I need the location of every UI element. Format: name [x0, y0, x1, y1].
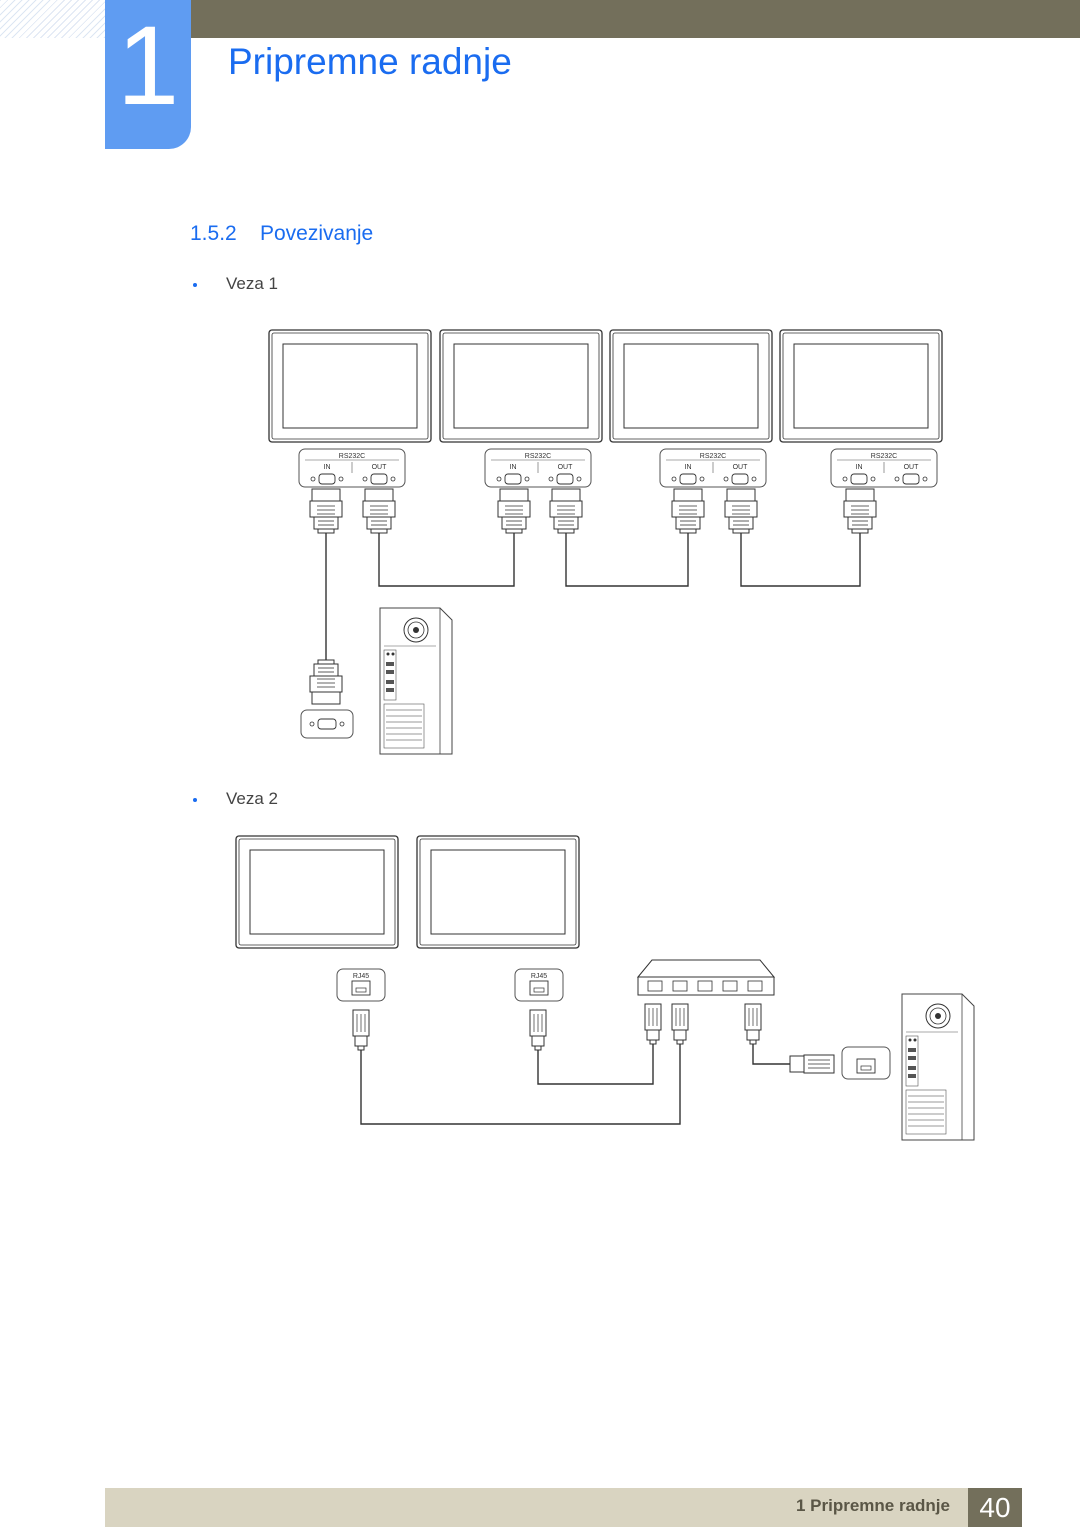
rj45-connector-pc — [789, 1054, 835, 1074]
pc-tower-2 — [901, 993, 975, 1141]
monitor-3 — [609, 329, 773, 443]
dsub-connector-pc — [309, 659, 343, 705]
lan-cable — [360, 1044, 681, 1125]
rs232c-panel-2: RS232C IN OUT — [484, 448, 592, 488]
rj45-connector — [644, 1003, 662, 1045]
section-title: Povezivanje — [260, 222, 374, 245]
monitor-6 — [416, 835, 580, 949]
pc-lan-port — [841, 1046, 891, 1080]
rs232c-label: RS232C — [700, 453, 726, 460]
in-label: IN — [685, 464, 692, 471]
rj45-connector — [671, 1003, 689, 1045]
rj45-label: RJ45 — [531, 973, 547, 980]
out-label: OUT — [733, 464, 749, 471]
header-hatch-pattern — [0, 0, 105, 38]
rs232c-label: RS232C — [339, 453, 365, 460]
connection-2-label: Veza 2 — [226, 789, 278, 808]
rs232c-label: RS232C — [525, 453, 551, 460]
in-label: IN — [856, 464, 863, 471]
lan-cable — [752, 1044, 790, 1065]
rs232c-label: RS232C — [871, 453, 897, 460]
rj45-connector — [744, 1003, 762, 1045]
rj45-panel-2: RJ45 — [514, 968, 564, 1002]
chapter-number: 1 — [116, 3, 180, 128]
rj45-connector — [529, 1009, 547, 1051]
bullet-icon — [193, 283, 197, 287]
bullet-icon — [193, 798, 197, 802]
dsub-connector — [724, 488, 758, 534]
chapter-title: Pripremne radnje — [228, 41, 512, 82]
dsub-connector — [549, 488, 583, 534]
out-label: OUT — [558, 464, 574, 471]
footer-chapter-ref: 1 Pripremne radnje — [795, 1496, 950, 1515]
out-label: OUT — [904, 464, 920, 471]
in-label: IN — [324, 464, 331, 471]
dsub-connector — [671, 488, 705, 534]
section-number: 1.5.2 — [190, 222, 237, 245]
rj45-panel-1: RJ45 — [336, 968, 386, 1002]
rs232c-panel-1: RS232C IN OUT — [298, 448, 406, 488]
rs232c-cable — [740, 533, 861, 587]
dsub-connector — [497, 488, 531, 534]
rs232c-panel-3: RS232C IN OUT — [659, 448, 767, 488]
rj45-label: RJ45 — [353, 973, 369, 980]
dsub-connector — [843, 488, 877, 534]
rs232c-cable — [378, 533, 515, 587]
pc-tower — [379, 607, 453, 755]
pc-serial-port — [300, 709, 354, 739]
monitor-2 — [439, 329, 603, 443]
connection-1-label: Veza 1 — [226, 274, 278, 293]
dsub-connector — [362, 488, 396, 534]
out-label: OUT — [372, 464, 388, 471]
monitor-1 — [268, 329, 432, 443]
rs232c-cable — [565, 533, 689, 587]
rs232c-panel-4: RS232C IN OUT — [830, 448, 938, 488]
header-bar — [190, 0, 1080, 38]
dsub-connector — [309, 488, 343, 534]
page-number: 40 — [968, 1488, 1022, 1527]
network-switch — [636, 959, 776, 996]
chapter-tab — [105, 0, 191, 149]
monitor-4 — [779, 329, 943, 443]
rj45-connector — [352, 1009, 370, 1051]
footer-bar — [105, 1488, 968, 1527]
lan-cable — [537, 1044, 654, 1085]
in-label: IN — [510, 464, 517, 471]
